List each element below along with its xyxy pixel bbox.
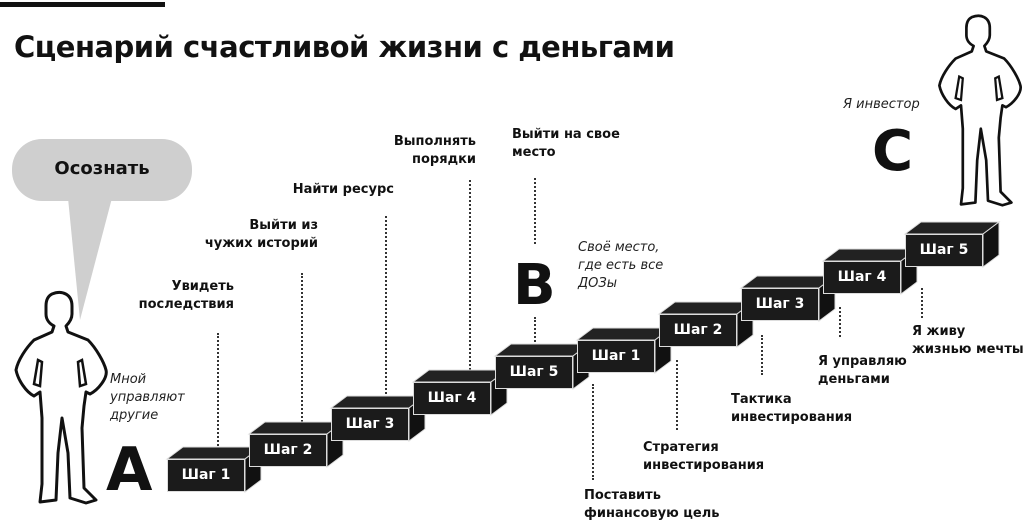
stage1-step-block: Шаг 5 <box>493 343 591 391</box>
connector-line <box>385 216 387 414</box>
stage1-label-2: Выйти из чужих историй <box>204 218 318 251</box>
point-b-caption-line: Своё место, <box>578 240 660 255</box>
stage1-label-1: Увидеть последствия <box>138 279 234 312</box>
block-side-face <box>982 221 1000 268</box>
step-label: Шаг 1 <box>577 340 655 373</box>
person-a-icon <box>14 291 108 505</box>
connector-line <box>534 178 536 244</box>
top-rule <box>0 2 165 7</box>
stage1-step-block: Шаг 2 <box>247 421 345 469</box>
point-b-caption-line: ДОЗы <box>578 276 617 291</box>
stage2-label-4: Я управляю деньгами <box>818 354 907 387</box>
connector-line <box>534 317 536 365</box>
stage1-step-block: Шаг 1 <box>165 446 263 494</box>
step-label: Шаг 1 <box>167 459 245 492</box>
stage2-step-block: Шаг 4 <box>821 248 919 296</box>
connector-line <box>921 288 923 318</box>
stage2-label-5: Я живу жизнью мечты <box>912 324 1024 357</box>
stage2-label-1: Поставить финансовую цель <box>584 488 720 521</box>
step-label: Шаг 5 <box>905 234 983 267</box>
stage2-step-block: Шаг 5 <box>903 221 1001 269</box>
page-title: Сценарий счастливой жизни с деньгами <box>14 30 675 64</box>
connector-line <box>592 384 594 480</box>
step-label: Шаг 2 <box>659 314 737 347</box>
connector-line <box>469 180 471 390</box>
connector-line <box>676 360 678 430</box>
bubble-text: Осознать <box>54 158 150 179</box>
person-c-icon <box>938 14 1022 207</box>
point-a-caption-line: управляют <box>110 390 185 405</box>
point-b-letter: B <box>513 253 556 318</box>
connector-line <box>217 333 219 465</box>
point-a-letter: A <box>106 435 153 505</box>
connector-line <box>301 273 303 441</box>
stage1-step-block: Шаг 3 <box>329 395 427 443</box>
stage1-step-block: Шаг 4 <box>411 369 509 417</box>
step-label: Шаг 5 <box>495 356 573 389</box>
stage2-label-2: Стратегия инвестирования <box>643 440 765 473</box>
step-label: Шаг 3 <box>741 288 819 321</box>
stage1-label-5: Выйти на свое место <box>512 127 620 160</box>
step-label: Шаг 2 <box>249 434 327 467</box>
stage2-step-block: Шаг 2 <box>657 301 755 349</box>
speech-bubble: Осознать <box>12 139 192 201</box>
point-c-caption: Я инвестор <box>843 97 920 112</box>
bubble-tail <box>68 198 112 320</box>
stage1-label-3: Найти ресурс <box>292 182 394 197</box>
point-a-caption-line: Мной <box>110 372 147 387</box>
step-label: Шаг 4 <box>823 261 901 294</box>
connector-line <box>839 307 841 337</box>
stage2-step-block: Шаг 1 <box>575 327 673 375</box>
stage1-label-4: Выполнять порядки <box>393 134 476 167</box>
point-c-letter: C <box>872 119 914 184</box>
point-a-caption-line: другие <box>110 408 159 423</box>
step-label: Шаг 3 <box>331 408 409 441</box>
step-label: Шаг 4 <box>413 382 491 415</box>
stage2-label-3: Тактика инвестирования <box>731 392 853 425</box>
point-b-caption-line: где есть все <box>578 258 664 273</box>
stage2-step-block: Шаг 3 <box>739 275 837 323</box>
connector-line <box>761 335 763 375</box>
